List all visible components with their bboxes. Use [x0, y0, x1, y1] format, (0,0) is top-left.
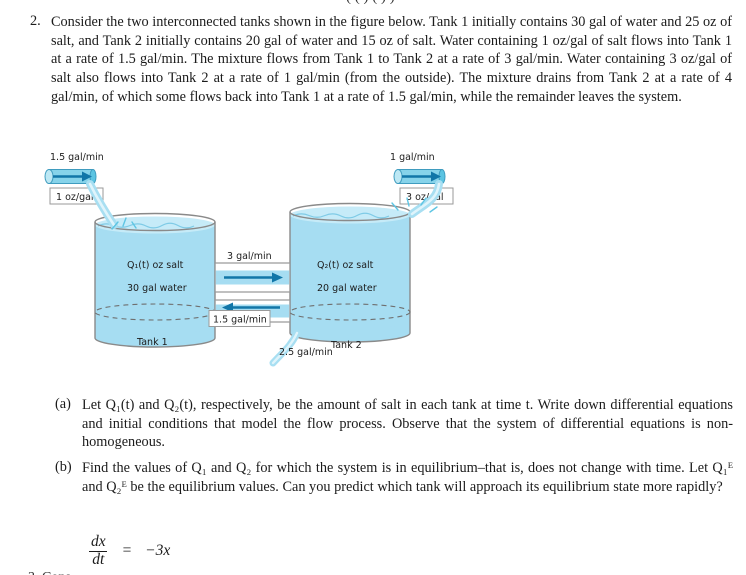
right-concentration-label: 3 oz/gal [406, 192, 444, 203]
tank2-name-label: Tank 2 [330, 340, 362, 351]
cropped-line-top-text: ( ( ) ( ) ) [346, 0, 466, 6]
problem-text: Consider the two interconnected tanks sh… [51, 14, 732, 105]
equation-dxdt: dx dt = −3x [88, 533, 171, 569]
right-arrow-icon [82, 171, 92, 182]
fraction-denominator: dt [89, 550, 108, 569]
fraction-numerator: dx [91, 533, 106, 550]
problem-2: 2. Consider the two interconnected tanks… [30, 13, 732, 107]
cropped-line-bottom: 3. Cons [28, 570, 108, 575]
tank1-salt-label: Q₁(t) oz salt [127, 260, 184, 271]
splash-marks-tank1 [111, 217, 137, 230]
fraction: dx dt [88, 533, 109, 569]
splash-marks-tank2 [391, 197, 438, 213]
part-a-label: (a) [55, 396, 71, 412]
part-a-text: Let Q₁(t) and Q₂(t), respectively, be th… [82, 397, 733, 451]
right-arrow-icon [431, 171, 441, 182]
tank1-water-label: 30 gal water [127, 283, 187, 294]
return-pipe-rate-box: 1.5 gal/min [208, 310, 271, 327]
right-inflow-stream [408, 180, 443, 218]
right-inflow-rate-label: 1 gal/min [390, 152, 435, 163]
drain-stream [269, 329, 301, 367]
right-arrow-icon [272, 272, 283, 283]
problem-number: 2. [30, 13, 41, 29]
cropped-line-top: ( ( ) ( ) ) [346, 0, 466, 7]
tank2-salt-label: Q₂(t) oz salt [317, 260, 374, 271]
equation-rhs: −3x [145, 542, 171, 560]
left-concentration-label: 1 oz/gal [56, 192, 94, 203]
left-inflow-rate-label: 1.5 gal/min [50, 152, 104, 163]
drain-rate-label: 2.5 gal/min [279, 347, 333, 358]
part-a: (a) Let Q₁(t) and Q₂(t), respectively, b… [55, 396, 733, 452]
tank1-name-label: Tank 1 [136, 337, 168, 348]
part-b-text: Find the values of Q₁ and Q₂ for which t… [82, 460, 733, 495]
tank1 [94, 212, 216, 348]
part-b: (b) Find the values of Q₁ and Q₂ for whi… [55, 459, 733, 496]
return-pipe-rate-label: 1.5 gal/min [213, 315, 267, 326]
part-b-label: (b) [55, 459, 72, 475]
equals-sign: = [121, 542, 133, 560]
right-faucet-icon [393, 169, 446, 184]
left-faucet-icon [44, 169, 97, 184]
tanks-figure: 3 gal/min 1.5 gal/min 1.5 gal/min 1 oz/g… [44, 152, 454, 367]
transfer-pipe [215, 262, 290, 293]
transfer-pipe-rate-label: 3 gal/min [227, 251, 272, 262]
tank2 [289, 202, 411, 343]
tank2-water-label: 20 gal water [317, 283, 377, 294]
cropped-line-bottom-text: 3. Cons [28, 570, 108, 575]
left-inflow-stream [86, 180, 118, 229]
